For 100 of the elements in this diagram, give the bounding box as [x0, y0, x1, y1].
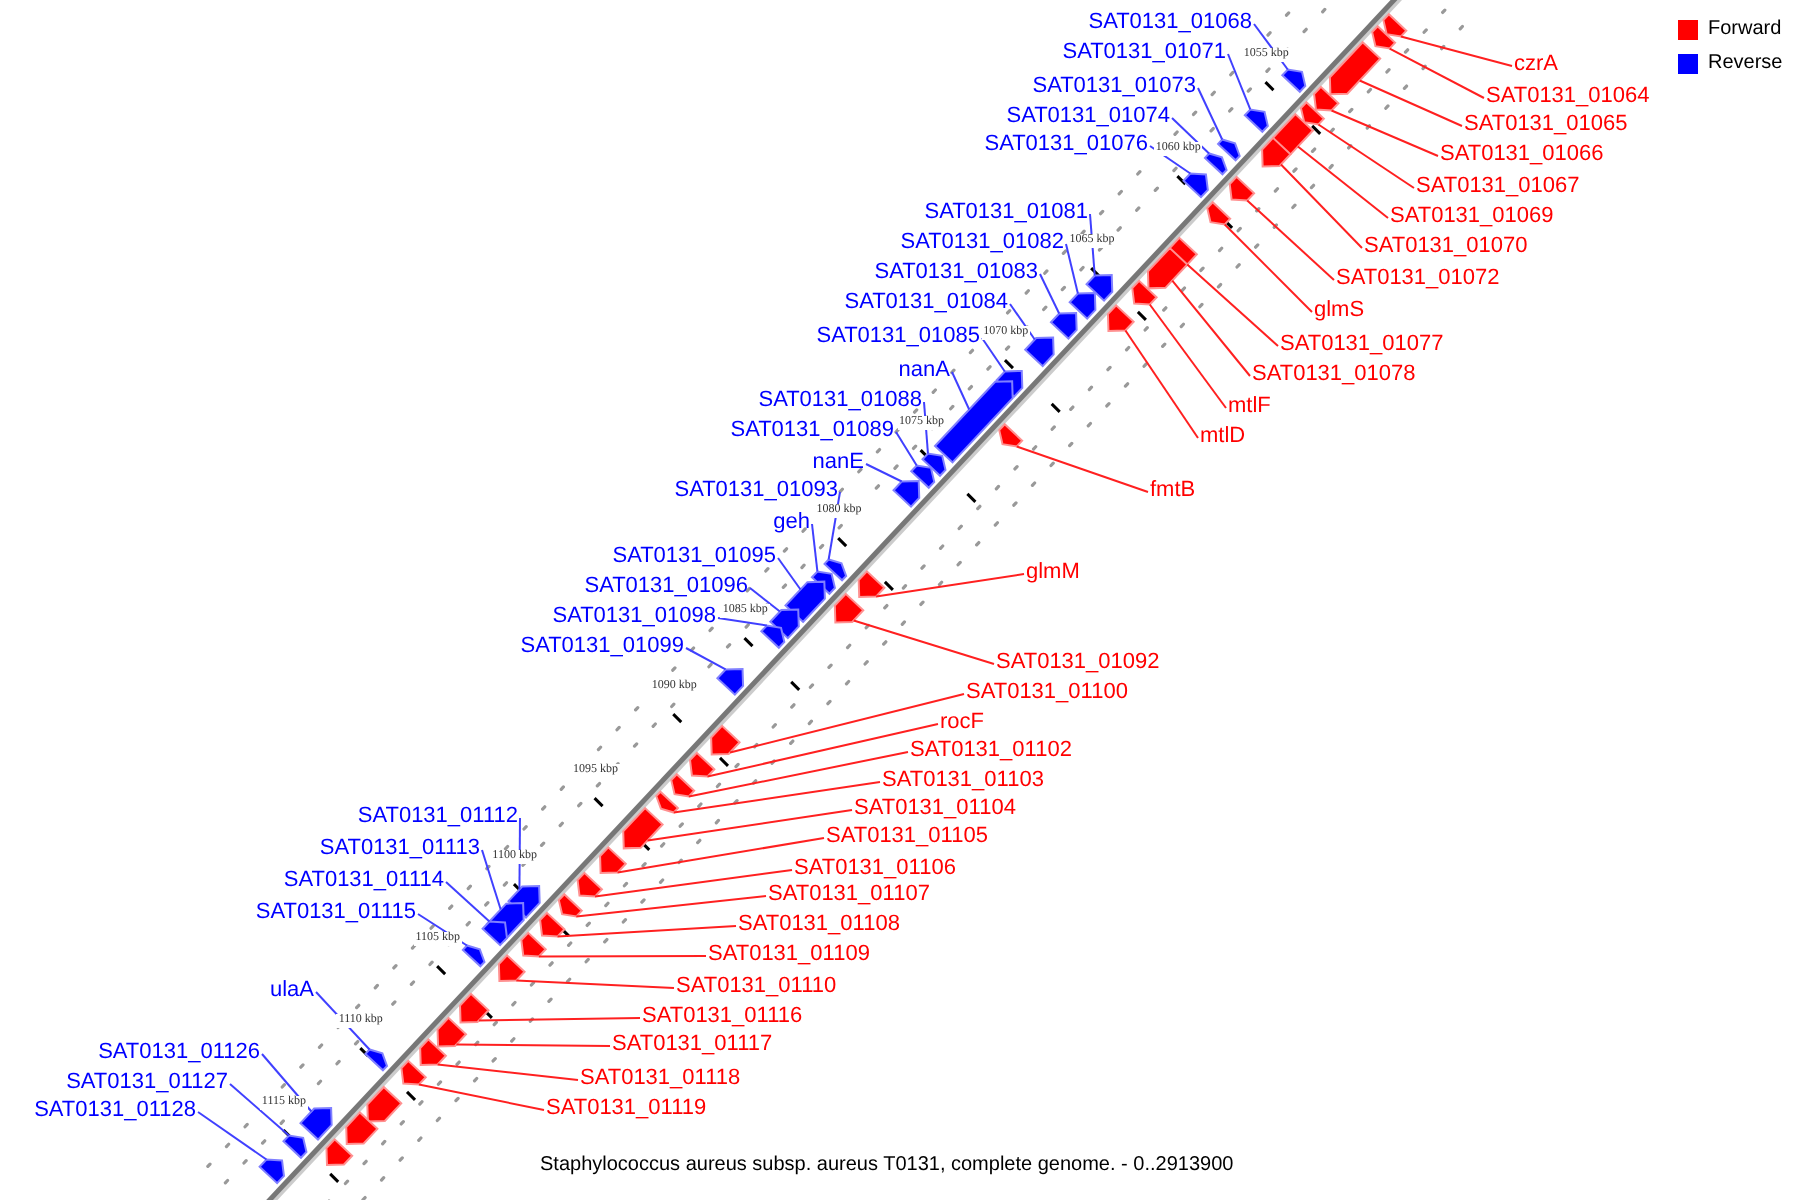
leader-line	[229, 1083, 290, 1137]
gene-feature	[1216, 138, 1241, 162]
gene-feature	[1382, 12, 1408, 38]
leader-line	[1039, 273, 1061, 315]
leader-line	[717, 617, 768, 627]
leader-line	[687, 751, 909, 798]
gene-label: SAT0131_01081	[924, 200, 1088, 226]
gene-feature	[622, 806, 664, 850]
gene-feature	[710, 724, 741, 756]
gene-feature	[715, 667, 745, 697]
gene-label: SAT0131_01072	[1336, 266, 1500, 292]
leader-line	[827, 491, 841, 561]
gene-feature	[1085, 273, 1114, 303]
gene-label: czrA	[1514, 52, 1558, 78]
leader-line	[1279, 163, 1363, 249]
gene-feature	[481, 920, 508, 947]
gene-feature	[400, 1059, 428, 1086]
leader-line	[1009, 303, 1036, 341]
gene-feature	[1049, 311, 1078, 341]
leader-line	[594, 869, 793, 898]
gene-label: SAT0131_01118	[580, 1066, 741, 1092]
gene-label: SAT0131_01078	[1252, 362, 1416, 388]
gene-label: SAT0131_01071	[1062, 40, 1226, 66]
leader-line	[1317, 123, 1415, 189]
leader-line	[1330, 109, 1439, 157]
leader-line	[1124, 329, 1199, 439]
gene-label: mtlF	[1228, 394, 1271, 420]
leader-line	[706, 723, 939, 778]
gene-feature	[784, 580, 826, 624]
gene-label: geh	[773, 510, 810, 536]
gene-label: SAT0131_01088	[758, 388, 922, 414]
leader-line	[852, 619, 995, 665]
gene-feature	[1371, 24, 1397, 50]
gene-label: glmS	[1314, 298, 1365, 324]
gene-label: SAT0131_01082	[900, 230, 1064, 256]
gene-label: SAT0131_01103	[882, 768, 1044, 794]
gene-label: SAT0131_01064	[1486, 84, 1650, 110]
gene-feature	[892, 479, 921, 509]
gene-feature	[366, 1085, 403, 1123]
gene-feature	[688, 751, 716, 778]
gene-feature	[497, 953, 526, 983]
leader-line	[445, 881, 491, 923]
leader-line	[417, 1083, 545, 1111]
gene-label: SAT0131_01085	[816, 324, 980, 350]
leader-line	[981, 337, 1006, 373]
gene-feature	[823, 558, 848, 582]
gene-label: SAT0131_01077	[1280, 332, 1444, 358]
gene-feature	[364, 1048, 389, 1072]
leader-line	[729, 693, 965, 754]
leader-line	[865, 463, 903, 483]
gene-label: SAT0131_01102	[910, 738, 1072, 764]
leader-line	[1015, 445, 1149, 493]
gene-label: SAT0131_01109	[708, 942, 870, 968]
leader-line	[616, 837, 825, 874]
gene-label: nanA	[898, 358, 950, 384]
leader-line	[436, 1063, 579, 1081]
leader-line	[1171, 279, 1251, 377]
gene-label: SAT0131_01100	[966, 680, 1128, 706]
leader-line	[1227, 53, 1252, 111]
gene-label: mtlD	[1200, 424, 1246, 450]
leader-line	[575, 895, 767, 918]
leader-line	[197, 1111, 268, 1161]
gene-label: SAT0131_01105	[826, 824, 988, 850]
gene-label: nanE	[812, 450, 864, 476]
leader-line	[1246, 199, 1335, 281]
gene-label: SAT0131_01083	[874, 260, 1038, 286]
gene-feature	[576, 871, 604, 898]
gene-label: SAT0131_01126	[98, 1040, 260, 1066]
gene-label: SAT0131_01114	[283, 868, 444, 894]
gene-label: SAT0131_01117	[612, 1032, 773, 1058]
legend-label: Reverse	[1708, 52, 1783, 76]
leader-line	[1148, 303, 1227, 409]
gene-feature	[1106, 303, 1136, 333]
leader-line	[811, 523, 819, 573]
gene-feature	[1261, 136, 1292, 168]
leader-line	[477, 1017, 641, 1022]
gene-label: SAT0131_01095	[612, 544, 776, 570]
gene-label: glmM	[1026, 560, 1080, 586]
gene-label: SAT0131_01096	[584, 574, 748, 600]
gene-label: SAT0131_01108	[738, 912, 900, 938]
gene-label: SAT0131_01116	[642, 1004, 803, 1030]
leader-line	[1186, 263, 1279, 347]
gene-feature	[1313, 85, 1340, 112]
gene-feature	[1228, 175, 1256, 202]
leader-line	[749, 587, 781, 613]
gene-feature	[909, 464, 936, 490]
gene-label: ulaA	[269, 978, 314, 1004]
gene-label: SAT0131_01098	[552, 604, 716, 630]
leader-line	[895, 431, 918, 467]
gene-feature	[921, 452, 947, 478]
gene-feature	[1206, 200, 1232, 226]
gene-feature	[1023, 336, 1055, 368]
gene-feature	[459, 992, 490, 1024]
leader-line	[875, 573, 1025, 598]
gene-label: SAT0131_01068	[1088, 10, 1252, 36]
gene-feature	[325, 1137, 354, 1167]
leader-line	[646, 809, 853, 842]
gene-feature	[670, 772, 696, 798]
leader-line	[1223, 223, 1313, 313]
legend-label: Forward	[1708, 18, 1782, 42]
